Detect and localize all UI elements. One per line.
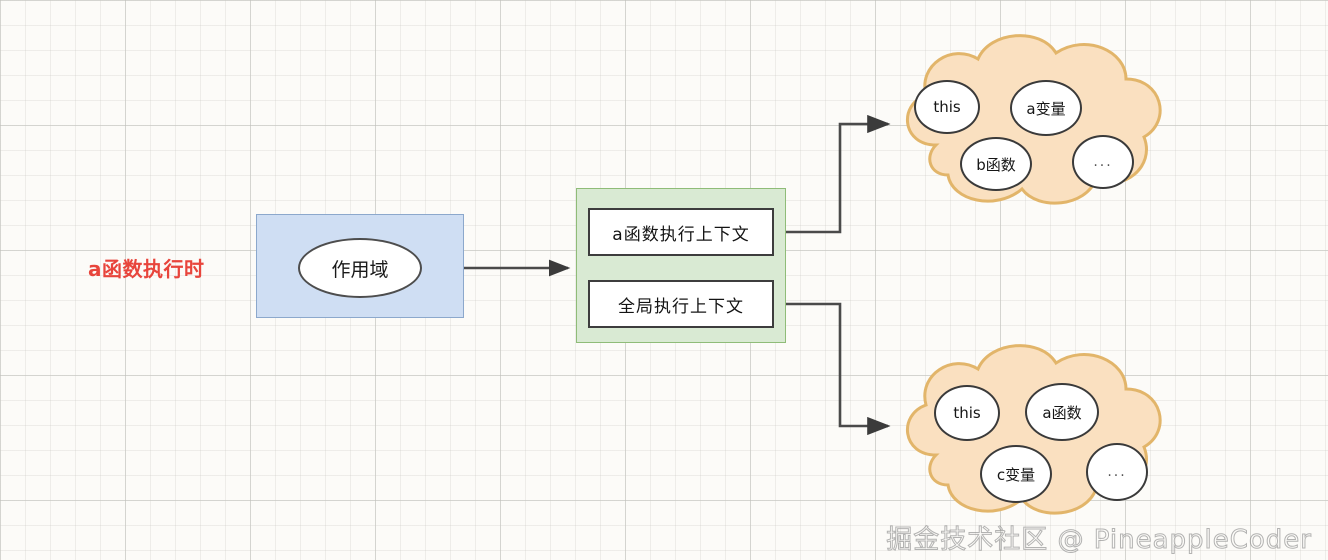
scope-label: 作用域: [298, 238, 422, 298]
arrow-global-context-to-cloud: [775, 302, 891, 436]
page-title: a函数执行时: [88, 257, 205, 281]
bubble-this: this: [934, 385, 1000, 441]
bubble-c-variable: c变量: [980, 445, 1052, 503]
bubble-b-function: b函数: [960, 137, 1032, 191]
bubble-a-function: a函数: [1025, 383, 1099, 441]
context-item-function: a函数执行上下文: [588, 208, 774, 256]
bubble-a-variable: a变量: [1010, 80, 1082, 136]
bubble-this: this: [914, 80, 980, 134]
bubble-ellipsis: ...: [1072, 135, 1134, 189]
arrow-a-context-to-cloud: [775, 114, 891, 234]
bubble-ellipsis: ...: [1086, 443, 1148, 501]
watermark: 掘金技术社区 @ PineappleCoder: [886, 525, 1312, 556]
function-context-cloud: this a变量 b函数 ...: [890, 25, 1180, 220]
context-item-global: 全局执行上下文: [588, 280, 774, 328]
global-context-cloud: this a函数 c变量 ...: [890, 335, 1180, 530]
